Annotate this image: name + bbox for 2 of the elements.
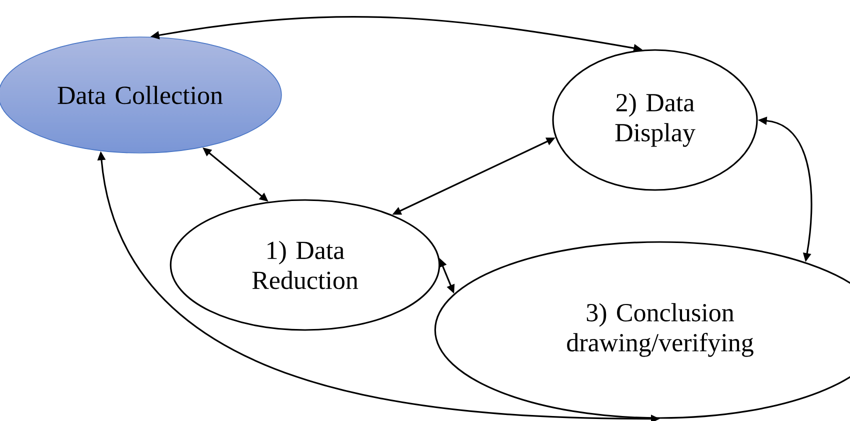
ellipse-node: 1) Data Reduction — [170, 199, 440, 331]
ellipse-node: 2) Data Display — [552, 49, 758, 191]
